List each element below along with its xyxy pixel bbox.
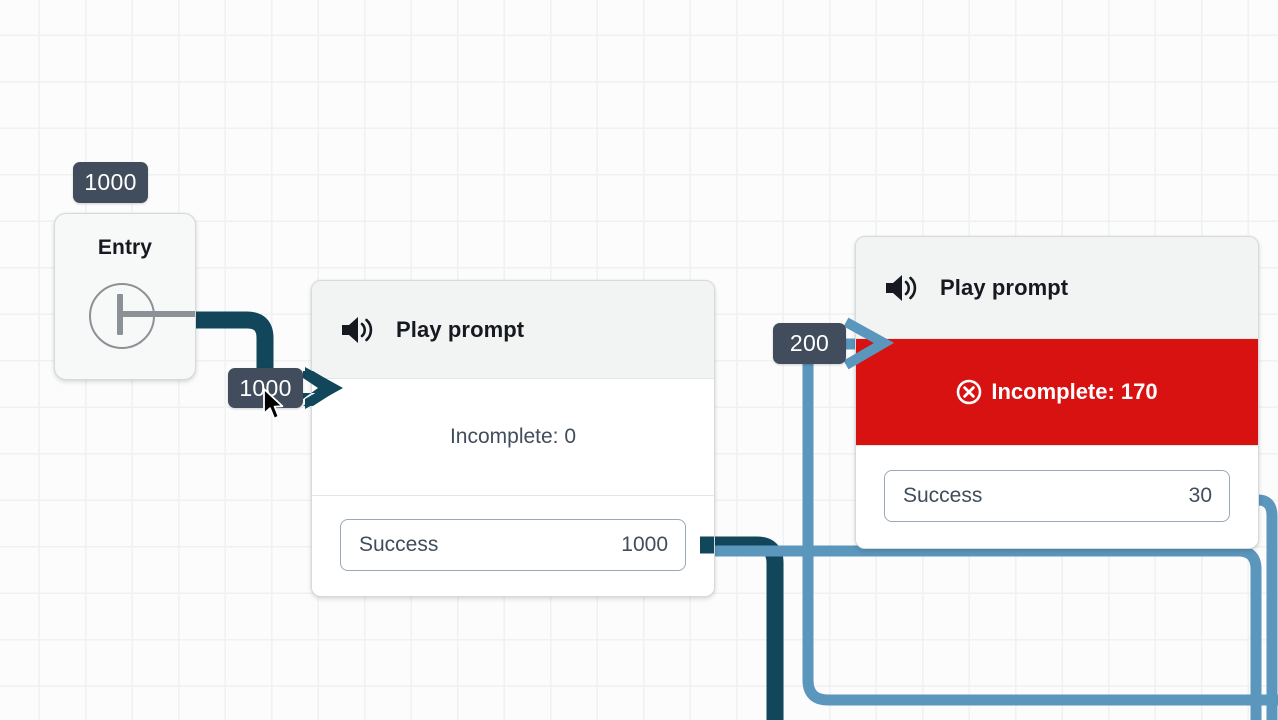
play-prompt-node-2[interactable]: Play prompt Incomplete: 170 Success 30 <box>855 236 1259 549</box>
error-circle-x-icon <box>957 379 982 405</box>
output-row-success[interactable]: Success 30 <box>884 470 1230 522</box>
output-row-success[interactable]: Success 1000 <box>340 519 686 571</box>
entry-start-icon-bar <box>117 294 123 335</box>
entry-start-icon-stem <box>121 311 195 317</box>
badge-edge-count-200[interactable]: 200 <box>773 323 846 364</box>
node-title: Play prompt <box>940 274 1069 300</box>
speaker-icon <box>886 274 917 301</box>
node-status-label: Incomplete: 170 <box>991 379 1158 404</box>
output-value: 1000 <box>621 533 668 556</box>
entry-node[interactable]: Entry <box>54 213 196 380</box>
node-status-row: Incomplete: 0 <box>312 379 714 495</box>
node-outputs: Success 30 <box>856 445 1258 546</box>
node-status-label: Incomplete: 0 <box>449 425 577 448</box>
node-header: Play prompt <box>856 237 1258 339</box>
connector-play2-underpass <box>712 545 1262 720</box>
badge-entry-count[interactable]: 1000 <box>73 162 148 203</box>
output-label: Success <box>903 484 983 507</box>
node-status-row-error: Incomplete: 170 <box>856 339 1258 445</box>
output-label: Success <box>359 533 439 556</box>
node-header: Play prompt <box>312 281 714 379</box>
badge-edge-count-1000[interactable]: 1000 <box>228 368 303 408</box>
speaker-icon <box>342 316 373 343</box>
node-outputs: Success 1000 <box>312 495 714 594</box>
node-title: Play prompt <box>396 316 525 342</box>
play-prompt-node-1[interactable]: Play prompt Incomplete: 0 Success 1000 <box>311 280 715 597</box>
output-value: 30 <box>1188 484 1212 507</box>
entry-node-title: Entry <box>97 236 153 259</box>
